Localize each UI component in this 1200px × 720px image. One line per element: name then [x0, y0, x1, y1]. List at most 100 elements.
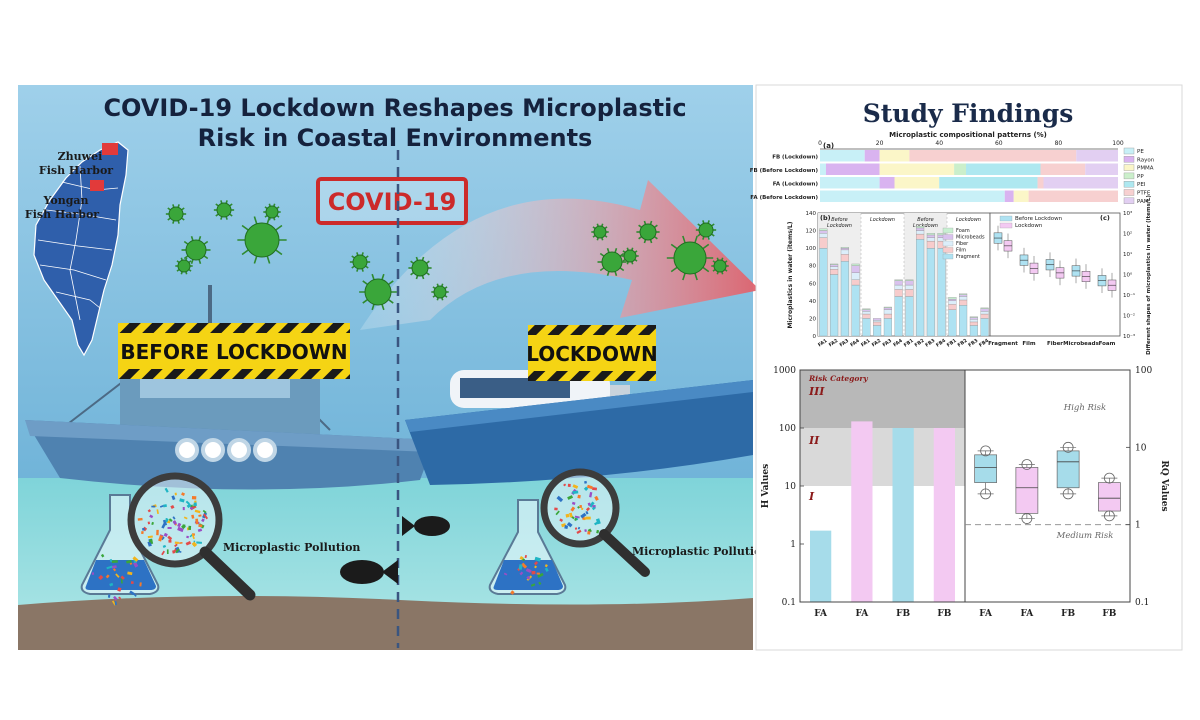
chart-e-outlier: [1021, 459, 1033, 470]
chart-b-bar-segment: [948, 298, 957, 302]
chart-a-x-tick-label: 0: [818, 140, 822, 147]
chart-c-x-tick-label: Fiber: [1047, 341, 1063, 347]
microplastic-particle: [508, 571, 514, 578]
chart-b-bar-segment: [830, 274, 839, 337]
microplastic-particle: [574, 515, 580, 519]
before-lockdown-label: BEFORE LOCKDOWN: [120, 340, 347, 364]
chart-b-bar-segment: [969, 325, 978, 337]
chart-b-bar-segment: [830, 269, 839, 275]
yongan-harbor-label-2: Fish Harbor: [25, 208, 99, 221]
chart-d-bar: [810, 530, 832, 602]
microplastic-particle: [114, 601, 117, 606]
findings-heading: Study Findings: [863, 99, 1074, 128]
chart-b-y-tick-label: 60: [809, 281, 816, 287]
chart-a-bar-segment: [820, 190, 1005, 202]
chart-a-bar-segment: [894, 177, 940, 189]
chart-b-bar-segment: [926, 247, 935, 337]
microplastic-particle: [179, 498, 185, 503]
microplastic-particle: [91, 572, 95, 575]
chart-a-legend-label: PAM: [1137, 199, 1149, 205]
fish-left: [340, 560, 398, 584]
microplastic-particle: [170, 504, 175, 510]
microplastic-particle: [567, 495, 574, 500]
microplastic-particle: [519, 571, 524, 576]
microplastic-particle: [544, 564, 548, 568]
chart-b-bar-segment: [883, 313, 892, 319]
chart-b-y-label: Microplastics in water (items/L): [787, 221, 794, 328]
chart-b-bar-segment: [851, 279, 860, 286]
covid-stamp-label: COVID-19: [328, 188, 457, 216]
microplastic-particle: [585, 507, 591, 512]
chart-b-group-label: Lockdown: [956, 217, 981, 223]
microplastic-particle: [147, 521, 151, 525]
chart-b-y-tick-label: 40: [809, 299, 816, 305]
microplastic-particle: [161, 550, 166, 556]
microplastic-particle: [577, 494, 581, 499]
chart-b-bar-segment: [894, 279, 903, 281]
chart-d-bar: [851, 421, 873, 602]
microplastic-particle: [195, 518, 199, 525]
microplastic-particle: [175, 548, 180, 554]
chart-e-outlier: [1062, 488, 1074, 500]
microplastic-particle: [111, 565, 117, 569]
chart-a-legend-label: PEI: [1137, 182, 1146, 188]
microplastic-particle: [188, 525, 192, 530]
microplastic-particle: [191, 514, 195, 519]
chart-b-bar-segment: [862, 309, 871, 312]
chart-d-bar: [933, 428, 955, 602]
chart-b-legend-label: Foam: [956, 228, 970, 234]
microplastic-particle: [141, 531, 144, 535]
virus-particles: [165, 200, 729, 311]
chart-b-bar-segment: [851, 263, 860, 266]
chart-b-x-tick-label: FB4: [935, 337, 947, 348]
title-line-2: Risk in Coastal Environments: [198, 124, 593, 152]
microplastic-particle: [172, 516, 176, 520]
microplastic-particle: [139, 582, 142, 587]
microplastic-particle: [591, 506, 596, 511]
microplastic-particle: [149, 514, 154, 519]
chart-d-x-tick-label: FB: [937, 609, 951, 619]
yongan-harbor-label: Yongan: [42, 194, 88, 207]
virus-body: [168, 206, 184, 222]
chart-b-bar-segment: [905, 280, 914, 286]
chart-b-bar-segment: [862, 308, 871, 310]
microplastic-particle: [129, 562, 133, 565]
microplastic-particle: [130, 581, 134, 584]
microplastic-particle: [574, 527, 578, 530]
chart-b-legend-swatch: [942, 227, 954, 234]
chart-b-bar-segment: [948, 297, 957, 300]
chart-c-x-tick-label: Fragment: [988, 341, 1018, 347]
virus-icon: [263, 203, 281, 221]
chart-b-bar-segment: [980, 313, 989, 319]
microplastic-particle: [536, 572, 540, 575]
chart-a-bar-segment: [879, 163, 955, 175]
chart-e-outlier: [1062, 441, 1074, 453]
chart-e-y-tick-label: 100: [1135, 366, 1152, 376]
chart-a-legend-swatch: [1123, 180, 1135, 188]
chart-d-x-tick-label: FB: [896, 609, 910, 619]
virus-body: [216, 202, 232, 218]
virus-icon: [408, 256, 432, 280]
chart-a-bar-segment: [1028, 190, 1118, 202]
chart-b-bar-segment: [959, 305, 968, 337]
chart-b-y-tick-label: 120: [806, 229, 817, 235]
chart-b-x-tick-label: FA3: [839, 338, 850, 349]
microplastic-particle: [191, 533, 195, 540]
chart-b-x-tick-label: FA1: [817, 338, 828, 349]
chart-b-group-label: Before: [917, 217, 933, 223]
chart-b-bar-segment: [819, 237, 828, 249]
microplastic-particle: [577, 505, 580, 509]
virus-icon: [175, 257, 193, 275]
microplastic-particle: [522, 558, 526, 562]
chart-b-bar-segment: [926, 240, 935, 249]
microplastic-particle: [107, 594, 111, 598]
microplastic-particle: [182, 506, 185, 511]
fishing-boat-before: [25, 285, 435, 490]
chart-b-bar-segment: [851, 265, 860, 273]
chart-a-x-tick-label: 60: [995, 140, 1003, 147]
microplastic-particle: [115, 573, 120, 578]
microplastic-particle: [177, 522, 182, 528]
microplastic-particle: [526, 575, 531, 580]
chart-a-x-tick-label: 40: [935, 140, 943, 147]
